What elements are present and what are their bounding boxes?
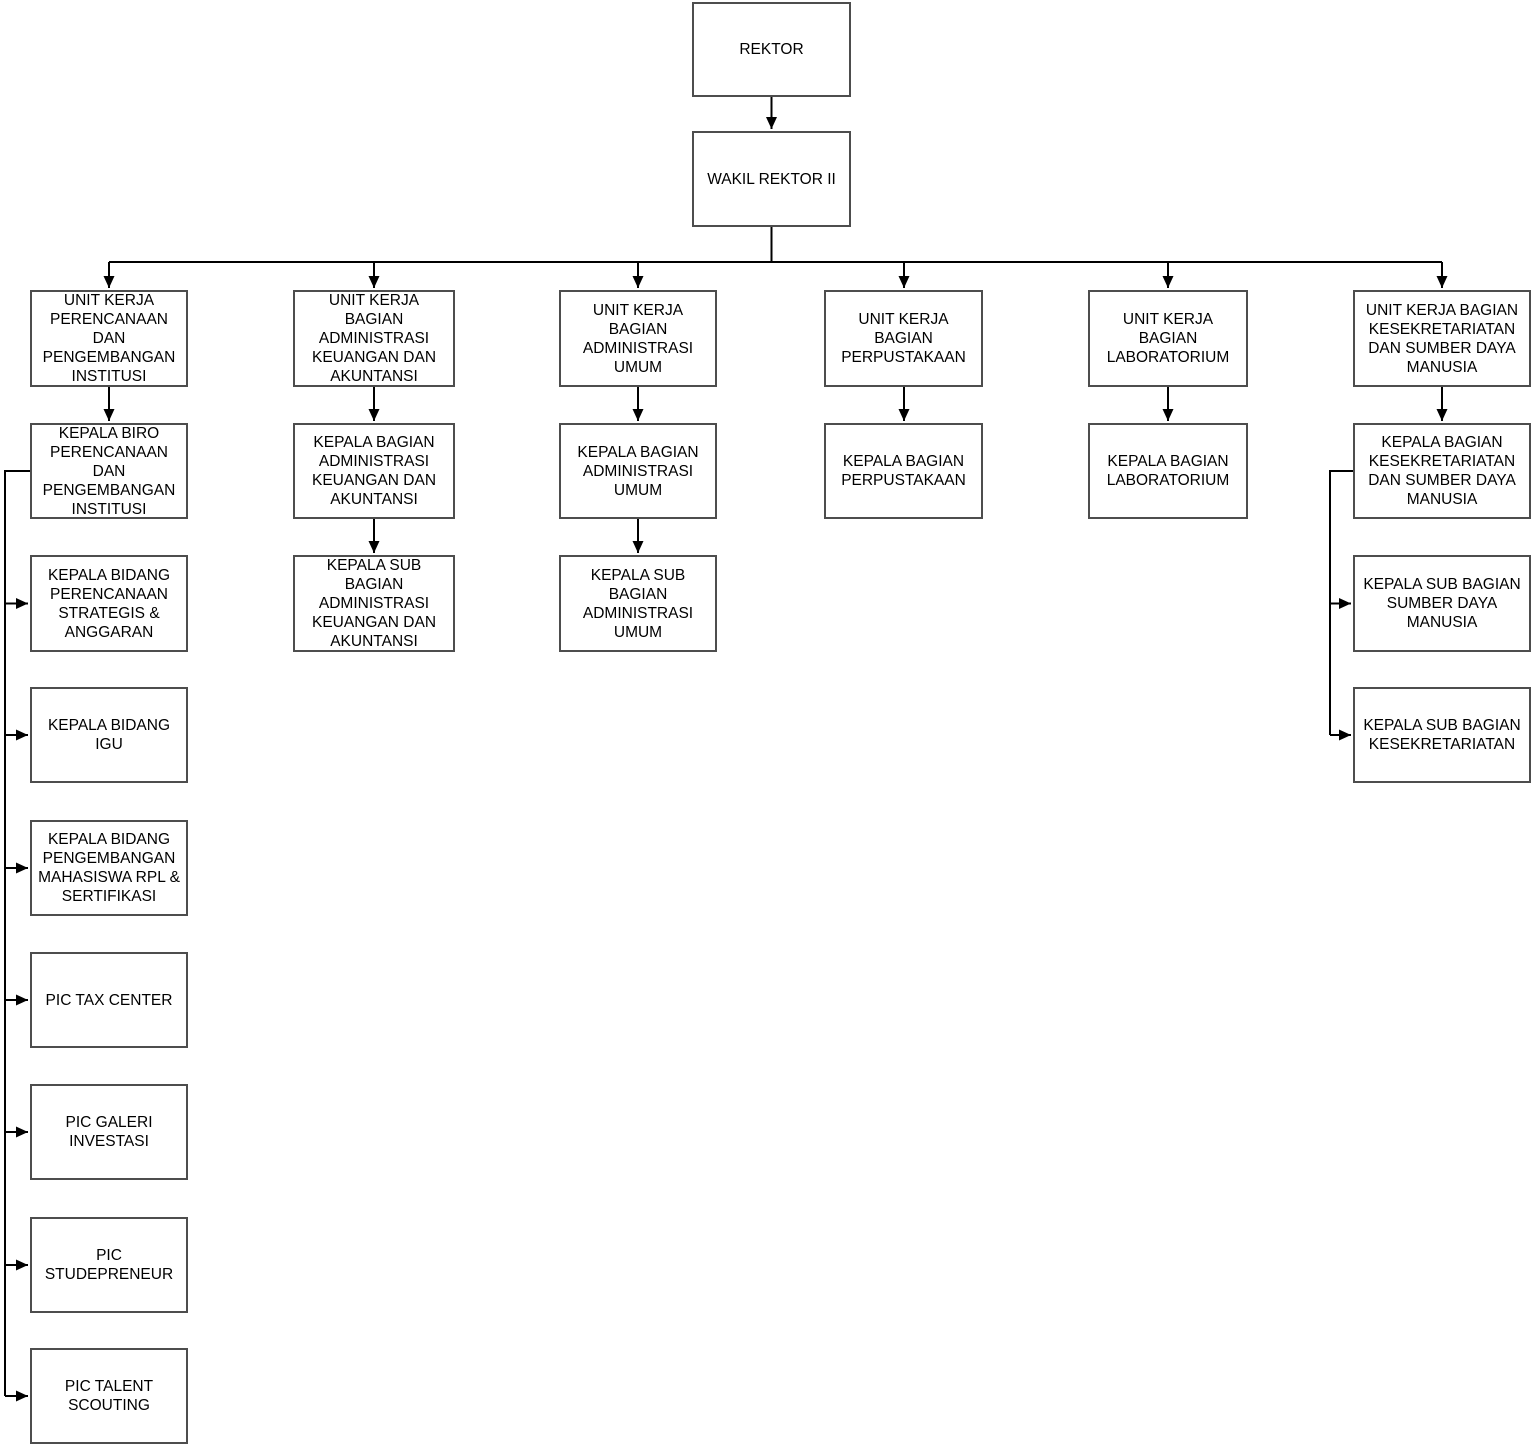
node-kepala-bagian-keuangan: KEPALA BAGIAN ADMINISTRASI KEUANGAN DAN …: [293, 423, 455, 519]
kesekretariatan-branch-spine: [1329, 470, 1353, 741]
node-wakil-rektor-ii: WAKIL REKTOR II: [692, 131, 851, 227]
node-kepala-biro-perencanaan: KEPALA BIRO PERENCANAAN DAN PENGEMBANGAN…: [30, 423, 188, 519]
node-kepala-bidang-pengembangan-mahasiswa: KEPALA BIDANG PENGEMBANGAN MAHASISWA RPL…: [30, 820, 188, 916]
perencanaan-branch-spine: [4, 470, 30, 1402]
node-pic-galeri-investasi: PIC GALERI INVESTASI: [30, 1084, 188, 1180]
node-kepala-sub-bagian-kesekretariatan: KEPALA SUB BAGIAN KESEKRETARIATAN: [1353, 687, 1531, 783]
node-rektor: REKTOR: [692, 2, 851, 97]
node-unit-kerja-laboratorium: UNIT KERJA BAGIAN LABORATORIUM: [1088, 290, 1248, 387]
node-kepala-bidang-perencanaan-strategis: KEPALA BIDANG PERENCANAAN STRATEGIS & AN…: [30, 555, 188, 652]
node-unit-kerja-perencanaan: UNIT KERJA PERENCANAAN DAN PENGEMBANGAN …: [30, 290, 188, 387]
node-kepala-sub-bagian-keuangan: KEPALA SUB BAGIAN ADMINISTRASI KEUANGAN …: [293, 555, 455, 652]
node-kepala-bagian-umum: KEPALA BAGIAN ADMINISTRASI UMUM: [559, 423, 717, 519]
node-unit-kerja-umum: UNIT KERJA BAGIAN ADMINISTRASI UMUM: [559, 290, 717, 387]
node-kepala-sub-bagian-umum: KEPALA SUB BAGIAN ADMINISTRASI UMUM: [559, 555, 717, 652]
node-pic-talent-scouting: PIC TALENT SCOUTING: [30, 1348, 188, 1444]
top-tree-connectors: [103, 97, 1448, 288]
row2-row3-connectors: [368, 519, 644, 553]
node-unit-kerja-perpustakaan: UNIT KERJA BAGIAN PERPUSTAKAAN: [824, 290, 983, 387]
node-kepala-bagian-perpustakaan: KEPALA BAGIAN PERPUSTAKAAN: [824, 423, 983, 519]
node-pic-studepreneur: PIC STUDEPRENEUR: [30, 1217, 188, 1313]
node-pic-tax-center: PIC TAX CENTER: [30, 952, 188, 1048]
node-unit-kerja-kesekretariatan: UNIT KERJA BAGIAN KESEKRETARIATAN DAN SU…: [1353, 290, 1531, 387]
node-kepala-bagian-laboratorium: KEPALA BAGIAN LABORATORIUM: [1088, 423, 1248, 519]
node-unit-kerja-keuangan: UNIT KERJA BAGIAN ADMINISTRASI KEUANGAN …: [293, 290, 455, 387]
row1-row2-connectors: [103, 387, 1448, 421]
node-kepala-bidang-igu: KEPALA BIDANG IGU: [30, 687, 188, 783]
node-kepala-bagian-kesekretariatan: KEPALA BAGIAN KESEKRETARIATAN DAN SUMBER…: [1353, 423, 1531, 519]
node-kepala-sub-bagian-sdm: KEPALA SUB BAGIAN SUMBER DAYA MANUSIA: [1353, 555, 1531, 652]
